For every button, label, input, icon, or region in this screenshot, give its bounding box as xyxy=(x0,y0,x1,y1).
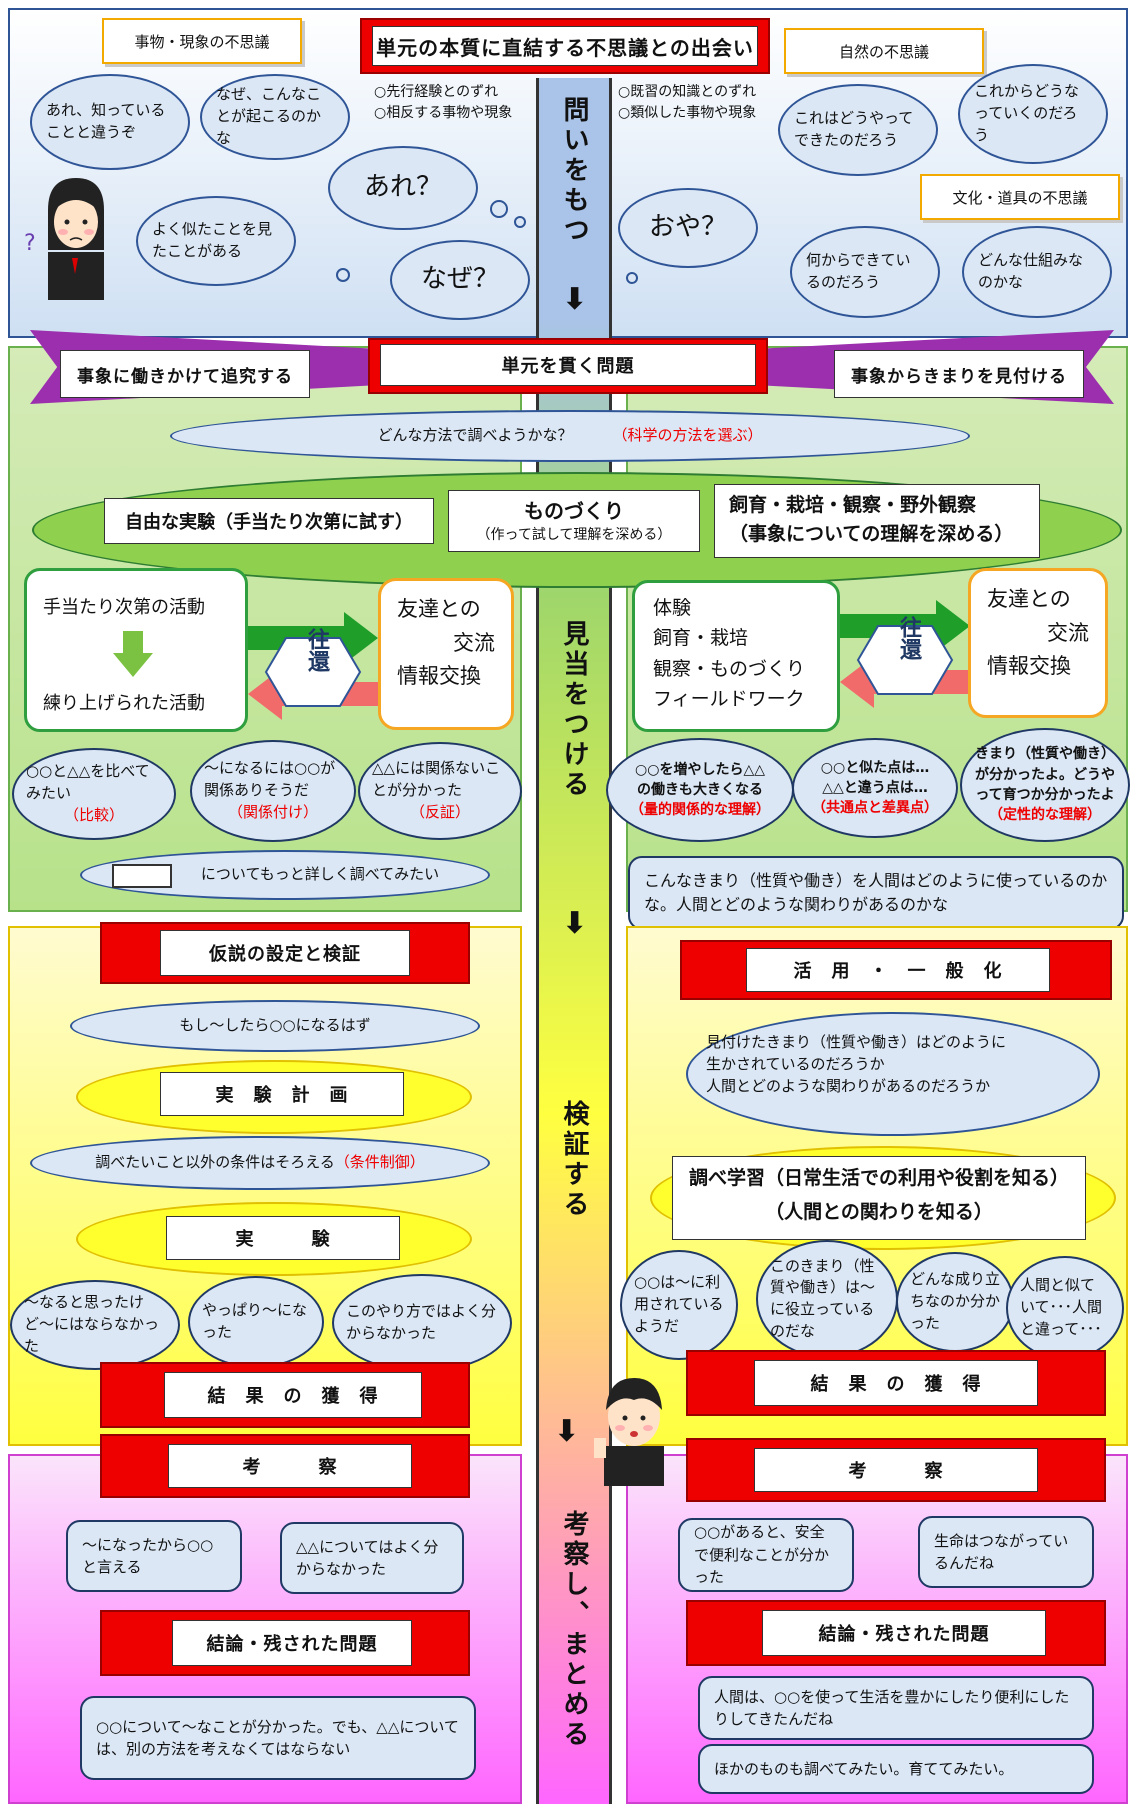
right-final-2: ほかのものも調べてみたい。育ててみたい。 xyxy=(698,1744,1094,1794)
right-apply: 活 用 ・ 一 般 化 xyxy=(746,948,1050,992)
right-notes: ○既習の知識とのずれ ○類似した事物や現象 xyxy=(618,84,757,121)
right-friend-box: 友達との 交流 情報交換 xyxy=(968,568,1108,718)
cloud-naze: なぜ？ xyxy=(390,240,530,320)
bubble-quantity: ○○を増やしたら△△の働きも大きくなる（量的関係的な理解） xyxy=(606,738,794,842)
tag-phenomenon: 事物・現象の不思議 xyxy=(102,18,302,64)
bubble-useful: このきまり（性質や働き）は〜に役立っているのだな xyxy=(756,1240,898,1358)
svg-text:?: ? xyxy=(24,231,36,256)
left-friend-box: 友達との 交流 情報交換 xyxy=(378,578,514,730)
right-question: こんなきまり（性質や働き）を人間はどのように使っているのかな。人間とどのような関… xyxy=(628,856,1124,930)
stage-question: 問いをもつ xyxy=(559,96,589,246)
right-activity-box: 体験 飼育・栽培 観察・ものづくり フィールドワーク xyxy=(632,580,840,732)
cloud-made-of: 何からできているのだろう xyxy=(790,226,940,318)
down-green-arrow xyxy=(113,631,153,677)
left-activity-box: 手当たり次第の活動 練り上げられた活動 xyxy=(24,568,248,732)
cloud-method: どんな方法で調べようかな？ （科学の方法を選ぶ） xyxy=(170,410,970,462)
tag-nature: 自然の不思議 xyxy=(784,28,984,74)
left-notes: ○先行経験とのずれ ○相反する事物や現象 xyxy=(374,84,513,121)
stage-verify: 検証する xyxy=(559,1100,589,1220)
top-title: 単元の本質に直結する不思議との出会い xyxy=(372,26,758,66)
left-hypo: 仮説の設定と検証 xyxy=(160,930,410,976)
cloud-oya: おや？ xyxy=(618,188,758,268)
down-arrow: ⬇ xyxy=(554,1414,580,1449)
bubble-rule: きまり（性質や働き）が分かったよ。どうやって育つか分かったよ（定性的な理解） xyxy=(960,728,1130,842)
method-make: ものづくり （作って試して理解を深める） xyxy=(448,490,700,552)
right-exchange-arrows xyxy=(840,596,970,716)
method-observe: 飼育・栽培・観察・野外観察 （事象についての理解を深める） xyxy=(714,484,1040,558)
banner-left: 事象に働きかけて追究する xyxy=(60,350,310,398)
left-exp: 実 験 xyxy=(166,1216,400,1260)
left-ouf: 往還 xyxy=(304,628,329,672)
left-final: ○○について〜なことが分かった。でも、△△については、別の方法を考えなくてはなら… xyxy=(80,1696,476,1780)
bubble-origin: どんな成り立ちなのか分かった xyxy=(896,1252,1014,1352)
blank-box xyxy=(112,864,172,888)
cloud-are: あれ？ xyxy=(328,146,478,230)
bubble-similar: ○○と似た点は…△△と違う点は…（共通点と差異点） xyxy=(792,738,958,838)
stage-conclude: 考察し、まとめる xyxy=(559,1510,589,1750)
left-result: 結 果 の 獲 得 xyxy=(164,1372,422,1418)
cloud-detail: についてもっと詳しく調べてみたい xyxy=(80,850,490,900)
bubble-as-expected: やっぱり〜になった xyxy=(188,1276,324,1368)
tag-culture: 文化・道具の不思議 xyxy=(920,174,1120,220)
thought-dot xyxy=(626,272,638,284)
right-conclusion: 結論・残された問題 xyxy=(762,1610,1046,1656)
left-insight-2: △△についてはよく分からなかった xyxy=(280,1522,464,1594)
down-arrow: ⬇ xyxy=(562,282,588,317)
banner-main: 単元を貫く問題 xyxy=(380,344,756,386)
right-ouf: 往還 xyxy=(896,616,921,660)
bubble-compare: ○○と△△を比べてみたい（比較） xyxy=(12,748,176,840)
cloud-seen-before: よく似たことを見たことがある xyxy=(136,196,296,286)
bubble-relate: 〜になるには○○が関係ありそうだ（関係付け） xyxy=(190,740,356,842)
down-arrow: ⬇ xyxy=(562,906,588,941)
cloud-future: これからどうなっていくのだろう xyxy=(958,64,1108,164)
left-insight-1: 〜になったから○○と言える xyxy=(66,1520,242,1592)
left-conclusion: 結論・残された問題 xyxy=(172,1620,412,1666)
cloud-mechanism: どんな仕組みなのかな xyxy=(962,226,1112,318)
thought-dot xyxy=(514,216,526,228)
method-free-exp: 自由な実験（手当たり次第に試す） xyxy=(104,498,434,544)
right-result: 結 果 の 獲 得 xyxy=(754,1360,1038,1406)
bubble-human: 人間と似ていて･･･人間と違って･･･ xyxy=(1006,1256,1124,1360)
right-insight-2: 生命はつながっているんだね xyxy=(918,1516,1094,1588)
cloud-how-used: 見付けたきまり（性質や働き）はどのように 生かされているのだろうか 人間とどのよ… xyxy=(686,1012,1100,1136)
right-study: 調べ学習（日常生活での利用や役割を知る） （人間との関わりを知る） xyxy=(672,1156,1086,1240)
right-insight-1: ○○があると、安全で便利なことが分かった xyxy=(678,1518,854,1592)
student-boy-avatar xyxy=(584,1366,684,1486)
stage-estimate: 見当をつける xyxy=(559,620,589,800)
bubble-used: ○○は〜に利用されているようだ xyxy=(620,1250,738,1360)
left-consider: 考 察 xyxy=(168,1444,412,1488)
cloud-why-happen: なぜ、こんなことが起こるのかな xyxy=(200,74,350,160)
left-exchange-arrows xyxy=(248,608,378,728)
cloud-different: あれ、知っていることと違うぞ xyxy=(30,74,190,170)
right-consider: 考 察 xyxy=(754,1448,1038,1492)
right-final-1: 人間は、○○を使って生活を豊かにしたり便利にしたりしてきたんだね xyxy=(698,1676,1094,1740)
bubble-unclear: このやり方ではよく分からなかった xyxy=(332,1274,512,1372)
thought-dot xyxy=(336,268,350,282)
cloud-condition: 調べたいこと以外の条件はそろえる（条件制御） xyxy=(30,1136,490,1190)
cloud-how-made: これはどうやってできたのだろう xyxy=(778,84,938,176)
cloud-if: もし〜したら○○になるはず xyxy=(70,1000,480,1052)
banner-right: 事象からきまりを見付ける xyxy=(834,350,1084,398)
thought-dot xyxy=(490,200,508,218)
bubble-not-expected: 〜なると思ったけど〜にはならなかった xyxy=(10,1280,180,1370)
bubble-refute: △△には関係ないことが分かった（反証） xyxy=(358,742,522,840)
student-girl-avatar: ? xyxy=(20,170,130,300)
left-plan: 実 験 計 画 xyxy=(160,1072,404,1116)
